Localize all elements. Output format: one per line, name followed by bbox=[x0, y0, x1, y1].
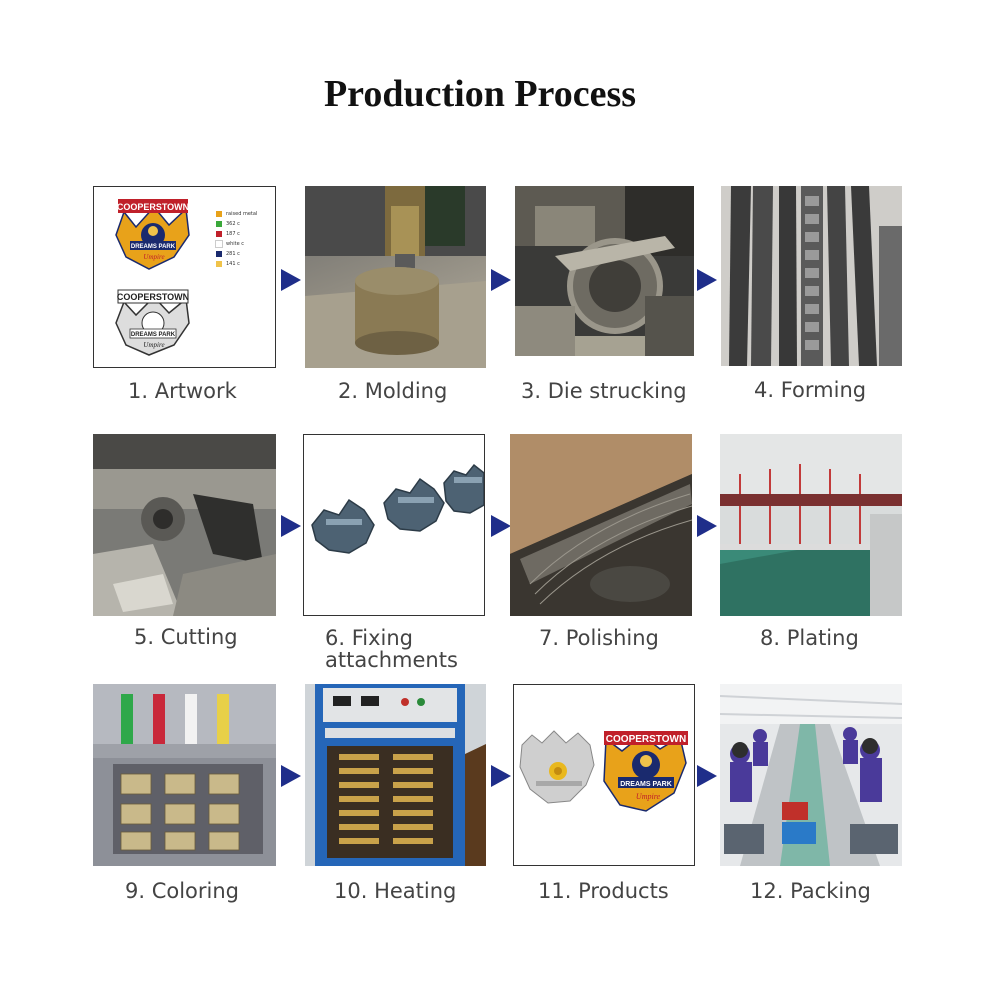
arrow-right-icon bbox=[697, 269, 717, 291]
artwork-logo-gray-top-text: COOPERSTOWN bbox=[117, 292, 189, 302]
step-label: 12. Packing bbox=[750, 879, 871, 903]
color-key-item: 187 c bbox=[216, 230, 240, 238]
arrow-right-icon bbox=[697, 765, 717, 787]
step-label: 6. Fixing attachments bbox=[325, 627, 458, 671]
plating-photo bbox=[720, 434, 902, 616]
artwork-logo-gray-banner-text: DREAMS PARK bbox=[131, 332, 176, 338]
step-label: 8. Plating bbox=[760, 626, 859, 650]
step-label-line2: attachments bbox=[325, 648, 458, 672]
packing-photo bbox=[720, 684, 902, 866]
color-key-item: raised metal bbox=[216, 210, 257, 218]
step-label: 9. Coloring bbox=[125, 879, 240, 903]
artwork-logos: COOPERSTOWN DREAMS PARK Umpire COOPERSTO… bbox=[115, 199, 190, 356]
arrow-right-icon bbox=[281, 765, 301, 787]
step-label: 4. Forming bbox=[754, 378, 867, 402]
products-logo-script-text: Umpire bbox=[636, 792, 661, 801]
color-key-item: 141 c bbox=[216, 260, 240, 268]
step-label: 7. Polishing bbox=[539, 626, 659, 650]
coloring-photo bbox=[93, 684, 276, 866]
products-logo-banner-text: DREAMS PARK bbox=[620, 781, 672, 788]
arrow-right-icon bbox=[697, 515, 717, 537]
products-logo-top-text: COOPERSTOWN bbox=[606, 734, 686, 745]
color-key-item: 281 c bbox=[216, 250, 240, 258]
cutting-photo bbox=[93, 434, 276, 616]
arrow-right-icon bbox=[281, 515, 301, 537]
forming-photo bbox=[721, 186, 902, 366]
step-label: 3. Die strucking bbox=[521, 379, 687, 403]
step-label: 1. Artwork bbox=[128, 379, 237, 403]
fixing-attachments-photo bbox=[303, 434, 485, 616]
artwork-logo-banner-text: DREAMS PARK bbox=[131, 244, 176, 250]
step-label: 2. Molding bbox=[338, 379, 448, 403]
arrow-right-icon bbox=[491, 765, 511, 787]
die-strucking-photo bbox=[515, 186, 694, 356]
color-key-item: white c bbox=[215, 239, 244, 248]
step-label: 11. Products bbox=[538, 879, 669, 903]
molding-photo bbox=[305, 186, 486, 368]
step-label: 10. Heating bbox=[334, 879, 457, 903]
artwork-logo-top-text: COOPERSTOWN bbox=[117, 202, 189, 212]
products-image: COOPERSTOWN DREAMS PARK Umpire bbox=[513, 684, 695, 866]
artwork-image: COOPERSTOWN DREAMS PARK Umpire COOPERSTO… bbox=[93, 186, 276, 368]
color-key-item: 362 c bbox=[216, 220, 240, 228]
arrow-right-icon bbox=[491, 269, 511, 291]
arrow-right-icon bbox=[491, 515, 511, 537]
arrow-right-icon bbox=[281, 269, 301, 291]
step-label: 5. Cutting bbox=[134, 625, 238, 649]
heating-photo bbox=[305, 684, 486, 866]
artwork-logo-script-text: Umpire bbox=[143, 253, 164, 261]
step-label-line1: 6. Fixing bbox=[325, 626, 413, 650]
page-title: Production Process bbox=[323, 73, 637, 115]
artwork-logo-gray-script-text: Umpire bbox=[143, 341, 164, 349]
polishing-photo bbox=[510, 434, 692, 616]
